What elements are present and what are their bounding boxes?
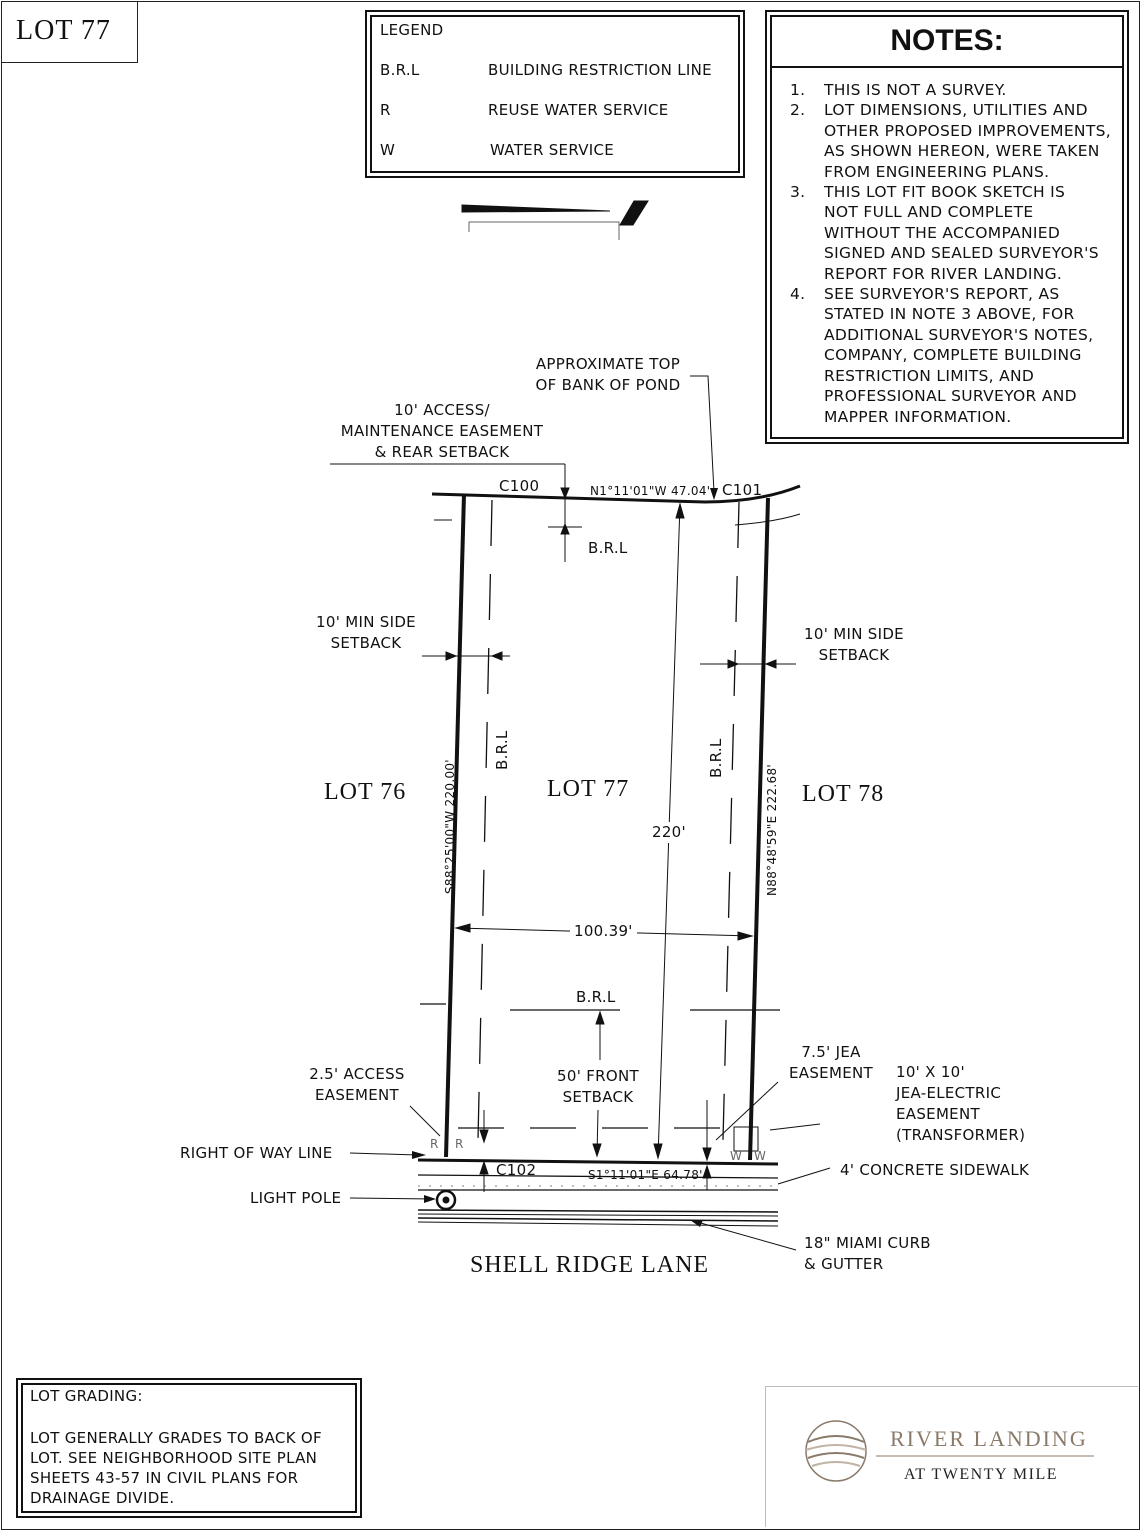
note-text: SEE SURVEYOR'S REPORT, AS STATED IN NOTE… xyxy=(824,285,1094,426)
brand-box xyxy=(765,1386,1138,1527)
lot-boundary xyxy=(444,493,770,1161)
rear-bearing: N1°11'01"W 47.04' xyxy=(590,484,711,498)
legend-key-r: R xyxy=(380,101,391,119)
row-leader xyxy=(349,1152,419,1156)
notes-list: 1. THIS IS NOT A SURVEY. 2. LOT DIMENSIONS… xyxy=(772,80,1122,427)
sidewalk-leader xyxy=(777,1167,831,1185)
water-w2: W xyxy=(754,1149,767,1163)
legend-value-w: WATER SERVICE xyxy=(490,141,615,159)
scale-bar xyxy=(461,200,649,240)
legend-box xyxy=(365,10,745,178)
note-text: THIS LOT FIT BOOK SKETCH IS NOT FULL AND… xyxy=(824,183,1099,283)
curb-leader xyxy=(689,1219,797,1251)
width-label: 100.39' xyxy=(570,921,637,942)
light-pole-label: LIGHT POLE xyxy=(250,1189,342,1207)
curve-c101: C101 xyxy=(722,481,763,499)
lot-tag-box xyxy=(1,1,138,63)
notes-title-divider xyxy=(770,66,1124,68)
notes-list-container: 1. THIS IS NOT A SURVEY. 2. LOT DIMENSIONS… xyxy=(772,80,1122,427)
lot-78-label: LOT 78 xyxy=(802,781,885,807)
water-w1: W xyxy=(730,1149,743,1163)
top-of-bank-arrow xyxy=(710,488,718,500)
legend-key-brl: B.R.L xyxy=(380,61,420,79)
front-setback-label: 50' FRONT SETBACK xyxy=(557,1067,639,1106)
front-easement-leaders xyxy=(409,1081,821,1192)
note-item: 3. THIS LOT FIT BOOK SKETCH IS NOT FULL A… xyxy=(772,182,1122,284)
light-pole-arrow xyxy=(424,1195,436,1203)
curb-arrow xyxy=(690,1220,703,1227)
brl-top-label: B.R.L xyxy=(588,539,628,557)
rear-lot-line xyxy=(431,484,801,504)
top-of-bank-label: APPROXIMATE TOP OF BANK OF POND xyxy=(535,355,681,394)
street-name: SHELL RIDGE LANE xyxy=(470,1252,710,1278)
legend-value-brl: BUILDING RESTRICTION LINE xyxy=(488,61,712,79)
note-number: 3. xyxy=(790,183,806,202)
legend-key-w: W xyxy=(380,141,396,159)
grading-text: LOT GENERALLY GRADES TO BACK OF LOT. SEE… xyxy=(30,1429,322,1507)
lot-77-label: LOT 77 xyxy=(547,776,630,802)
side-setback-left-label: 10' MIN SIDE SETBACK xyxy=(316,613,416,652)
lot-76-label: LOT 76 xyxy=(324,779,407,805)
rear-easement-label: 10' ACCESS/ MAINTENANCE EASEMENT & REAR … xyxy=(340,401,544,461)
front-access-easement-label: 2.5' ACCESS EASEMENT xyxy=(309,1065,405,1104)
note-number: 4. xyxy=(790,285,806,304)
reuse-r2: R xyxy=(455,1137,464,1151)
note-text: THIS IS NOT A SURVEY. xyxy=(824,81,1007,99)
right-of-way-label: RIGHT OF WAY LINE xyxy=(180,1144,333,1162)
note-number: 1. xyxy=(790,81,806,99)
jea-electric-label: 10' X 10' JEA-ELECTRIC EASEMENT (TRANSFO… xyxy=(896,1063,1026,1144)
lot-tag: LOT 77 xyxy=(16,15,111,46)
sidewalk-label: 4' CONCRETE SIDEWALK xyxy=(840,1161,1030,1179)
curb-gutter xyxy=(417,1209,779,1227)
grading-box xyxy=(16,1378,362,1518)
front-bearing: S1°11'01"E 64.78' xyxy=(588,1168,703,1182)
legend-title: LEGEND xyxy=(380,21,444,39)
brand-tagline: AT TWENTY MILE xyxy=(904,1466,1059,1483)
brand-name: RIVER LANDING xyxy=(890,1426,1088,1451)
light-pole-leader xyxy=(349,1197,435,1200)
reuse-r1: R xyxy=(430,1137,439,1151)
notes-box xyxy=(765,10,1129,444)
curve-c100: C100 xyxy=(499,477,540,495)
curve-c102: C102 xyxy=(496,1161,537,1179)
notes-title: NOTES: xyxy=(890,24,1004,57)
brl-front-label: B.R.L xyxy=(576,988,616,1006)
rear-brl-dim xyxy=(330,463,582,562)
note-item: 2. LOT DIMENSIONS, UTILITIES AND OTHER PR… xyxy=(772,100,1122,182)
note-text: LOT DIMENSIONS, UTILITIES AND OTHER PROP… xyxy=(824,101,1111,181)
jea-easement-label: 7.5' JEA EASEMENT xyxy=(789,1043,873,1082)
front-setback-dim xyxy=(592,1010,605,1158)
row-arrow xyxy=(412,1151,426,1159)
right-of-way-line xyxy=(417,1158,779,1166)
pond-bank-curve xyxy=(734,513,801,526)
side-setback-right-label: 10' MIN SIDE SETBACK xyxy=(804,625,904,664)
sidewalk xyxy=(417,1174,779,1191)
curb-label: 18" MIAMI CURB & GUTTER xyxy=(804,1234,931,1273)
side-setback-dims xyxy=(422,651,796,669)
note-item: 1. THIS IS NOT A SURVEY. xyxy=(772,80,1122,100)
grading-title: LOT GRADING: xyxy=(30,1387,143,1405)
depth-label: 220' xyxy=(650,822,688,843)
legend-value-r: REUSE WATER SERVICE xyxy=(488,101,669,119)
note-number: 2. xyxy=(790,101,806,120)
top-of-bank-leader xyxy=(690,375,715,493)
light-pole-symbol xyxy=(435,1189,457,1211)
brl-lines xyxy=(420,499,780,1141)
note-item: 4. SEE SURVEYOR'S REPORT, AS STATED IN NO… xyxy=(772,284,1122,427)
